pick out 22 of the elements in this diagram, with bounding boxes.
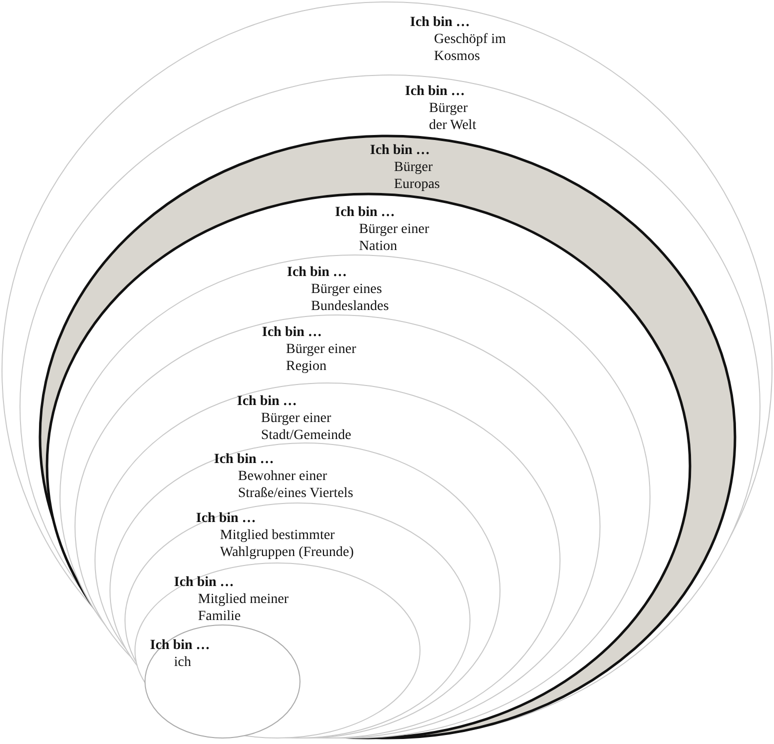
body-text: Bürger der Welt bbox=[429, 100, 478, 134]
body-text: ich bbox=[174, 654, 192, 671]
body-text: Bürger eines Bundeslandes bbox=[311, 281, 390, 315]
heading-text: Ich bin … bbox=[196, 510, 256, 527]
body-text: Mitglied meiner Familie bbox=[198, 591, 290, 625]
heading-text: Ich bin … bbox=[405, 83, 465, 100]
body-text: Bürger einer Nation bbox=[359, 221, 430, 255]
heading-text: Ich bin … bbox=[335, 204, 395, 221]
body-text: Bewohner einer Straße/eines Viertels bbox=[238, 468, 354, 502]
heading-text: Ich bin … bbox=[370, 142, 430, 159]
heading-text: Ich bin … bbox=[410, 14, 470, 31]
heading-text: Ich bin … bbox=[174, 574, 234, 591]
heading-text: Ich bin … bbox=[262, 324, 322, 341]
heading-text: Ich bin … bbox=[150, 637, 210, 654]
body-text: Geschöpf im Kosmos bbox=[434, 31, 506, 65]
body-text: Mitglied bestimmter Wahlgruppen (Freunde) bbox=[220, 527, 355, 561]
heading-text: Ich bin … bbox=[237, 393, 297, 410]
body-text: Bürger Europas bbox=[394, 159, 441, 193]
body-text: Bürger einer Stadt/Gemeinde bbox=[261, 410, 352, 444]
heading-text: Ich bin … bbox=[287, 264, 347, 281]
heading-text: Ich bin … bbox=[214, 451, 274, 468]
body-text: Bürger einer Region bbox=[286, 341, 358, 375]
